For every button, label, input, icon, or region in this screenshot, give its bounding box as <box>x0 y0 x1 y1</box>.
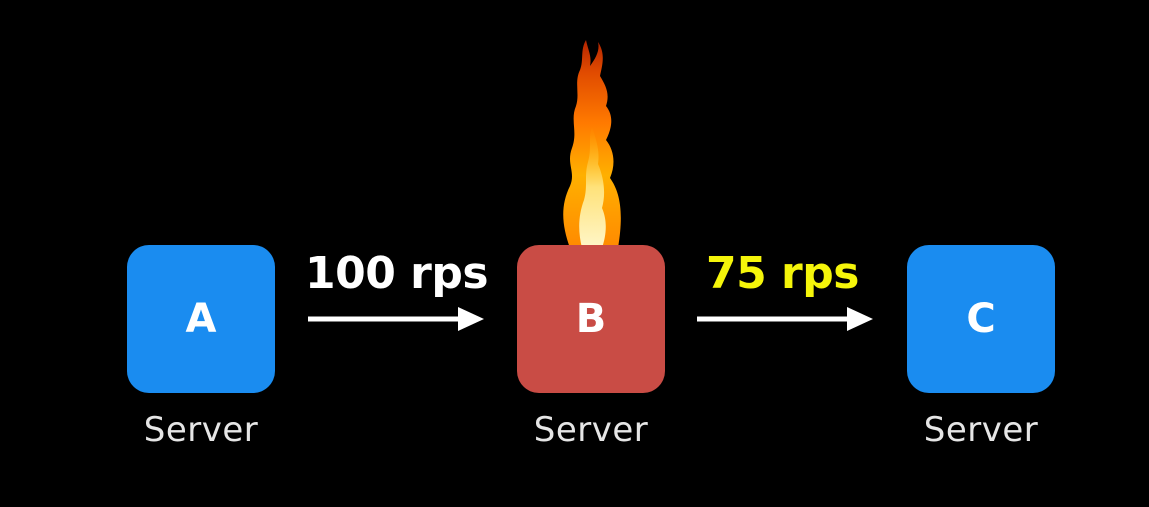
server-node-b-caption: Server <box>533 410 649 450</box>
edge-bc-rate-label: 75 rps <box>706 248 859 299</box>
server-node-c[interactable]: C <box>907 245 1055 393</box>
arrow-right-icon <box>308 307 484 331</box>
server-node-a-caption: Server <box>143 410 259 450</box>
server-node-b-label: B <box>575 296 607 342</box>
server-node-a-label: A <box>185 296 217 342</box>
edge-ab-rate-label: 100 rps <box>305 248 489 299</box>
server-node-c-caption: Server <box>923 410 1039 450</box>
server-node-c-label: C <box>966 296 996 342</box>
fire-flame-core <box>579 126 606 248</box>
server-node-a[interactable]: A <box>127 245 275 393</box>
server-node-b[interactable]: B <box>517 245 665 393</box>
arrow-bc-head <box>847 307 873 331</box>
fire-icon <box>563 40 621 248</box>
arrow-ab-head <box>458 307 484 331</box>
arrow-right-icon <box>697 307 873 331</box>
